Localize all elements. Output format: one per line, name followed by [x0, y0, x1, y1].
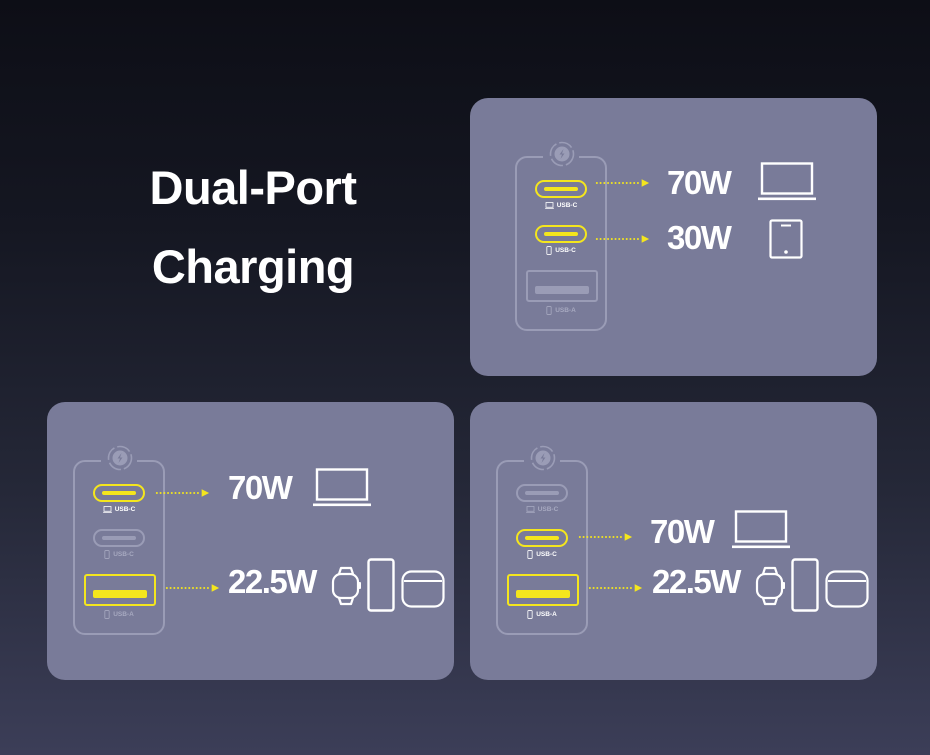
panel-usb-c1-plus-usb-a: USB-C USB-C USB-A 70W 22.5W [47, 402, 454, 680]
usb-a-port-label: USB-A [498, 610, 586, 619]
usb-c2-port-inactive [93, 529, 145, 547]
usb-c1-port-active [93, 484, 145, 502]
usb-c2-port-active [516, 529, 568, 547]
laptop-icon [758, 162, 816, 202]
phone-mini-icon [546, 306, 552, 315]
arrow-icon [165, 583, 221, 593]
usb-c1-port-label: USB-C [498, 506, 586, 513]
charger-diagram: USB-C USB-C USB-A [73, 460, 165, 635]
headline: Dual-Port Charging [118, 148, 388, 306]
laptop-mini-icon [526, 506, 535, 513]
phone-mini-icon [527, 550, 533, 559]
arrow-icon [155, 488, 211, 498]
usb-a-port-active [84, 574, 156, 606]
laptop-mini-icon [545, 202, 554, 209]
usb-c1-port-active [535, 180, 587, 198]
charger-logo-icon [530, 445, 556, 471]
charger-diagram: USB-C USB-C USB-A [496, 460, 588, 635]
phone-mini-icon [104, 550, 110, 559]
phone-icon [367, 558, 395, 612]
smartwatch-icon [330, 566, 362, 606]
panel-usb-c-plus-usb-c: USB-C USB-C USB-A 70W 30W [470, 98, 877, 376]
arrow-icon [588, 583, 644, 593]
laptop-mini-icon [103, 506, 112, 513]
usb-a-port-active [507, 574, 579, 606]
usb-a-port-inactive [526, 270, 598, 302]
phone-icon [791, 558, 819, 612]
arrow-icon [595, 178, 651, 188]
phone-mini-icon [527, 610, 533, 619]
tablet-icon [769, 219, 803, 259]
charger-logo-icon [107, 445, 133, 471]
usb-c1-port-label: USB-C [75, 506, 163, 513]
usb-c1-port-label: USB-C [517, 202, 605, 209]
headline-line-1: Dual-Port [149, 161, 358, 214]
earbuds-case-icon [825, 570, 869, 608]
output-watts: 70W [667, 164, 732, 201]
panel-usb-c2-plus-usb-a: USB-C USB-C USB-A 70W 22.5W [470, 402, 877, 680]
laptop-icon [732, 510, 790, 550]
usb-c2-port-active [535, 225, 587, 243]
charger-diagram: USB-C USB-C USB-A [515, 156, 607, 331]
output-watts: 30W [667, 219, 732, 256]
arrow-icon [595, 234, 651, 244]
output-watts: 70W [228, 469, 293, 506]
usb-c2-port-label: USB-C [75, 550, 163, 559]
headline-line-2: Charging [151, 240, 355, 293]
usb-a-port-label: USB-A [75, 610, 163, 619]
output-watts: 22.5W [228, 563, 317, 600]
charger-logo-icon [549, 141, 575, 167]
usb-c1-port-inactive [516, 484, 568, 502]
laptop-icon [313, 468, 371, 508]
output-watts: 22.5W [652, 563, 741, 600]
earbuds-case-icon [401, 570, 445, 608]
usb-a-port-label: USB-A [517, 306, 605, 315]
output-watts: 70W [650, 513, 715, 550]
phone-mini-icon [546, 246, 552, 255]
smartwatch-icon [754, 566, 786, 606]
arrow-icon [578, 532, 634, 542]
usb-c2-port-label: USB-C [498, 550, 586, 559]
usb-c2-port-label: USB-C [517, 246, 605, 255]
phone-mini-icon [104, 610, 110, 619]
